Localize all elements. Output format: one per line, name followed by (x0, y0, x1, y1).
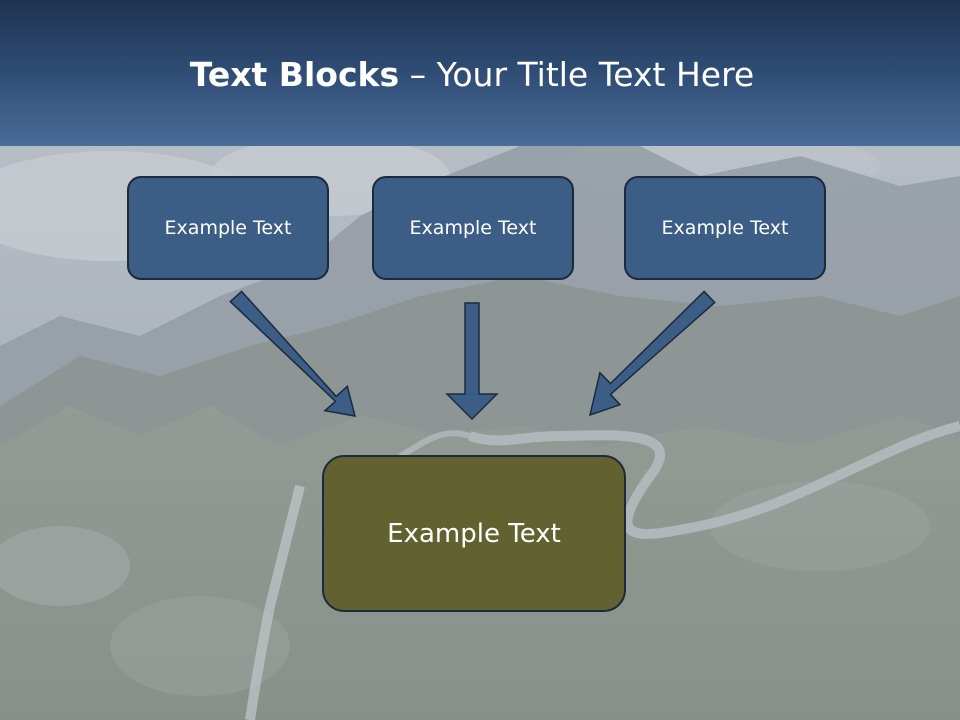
title-dash: – (399, 55, 437, 94)
title-bold-text: Text Blocks (189, 55, 400, 94)
title-rest-text: Your Title Text Here (436, 55, 755, 94)
text-block-right: Example Text (624, 176, 826, 280)
text-block-main: Example Text (322, 455, 626, 612)
title-bar: Text Blocks – Your Title Text Here (0, 0, 960, 146)
text-block-center: Example Text (372, 176, 574, 280)
slide-title: Text Blocks – Your Title Text Here (0, 52, 944, 98)
text-block-left: Example Text (127, 176, 329, 280)
